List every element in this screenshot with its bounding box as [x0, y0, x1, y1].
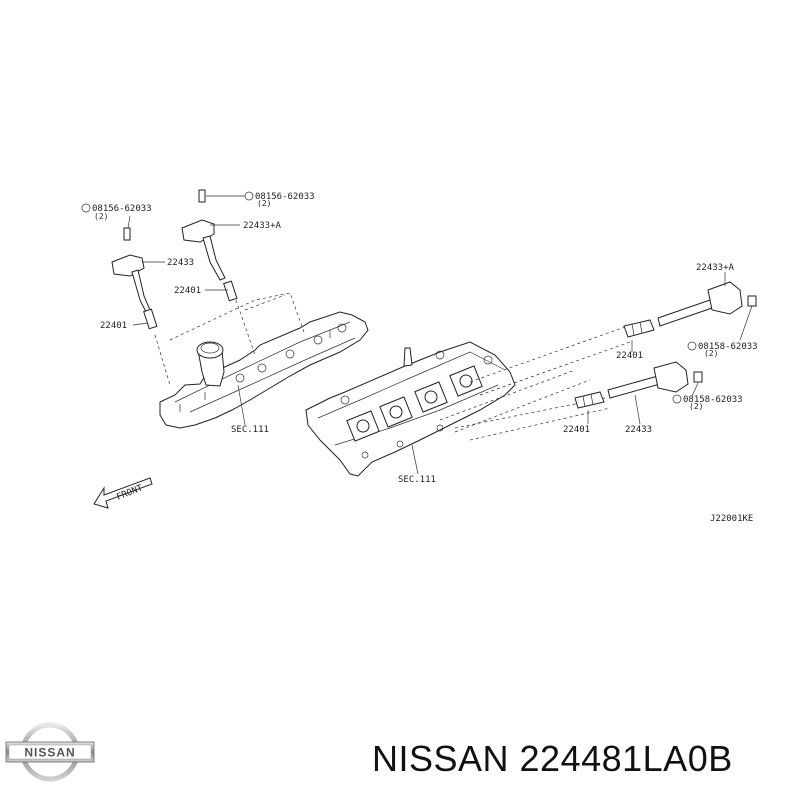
label-sec-left: SEC.111 — [231, 425, 269, 435]
marker-circle — [81, 203, 91, 213]
label-bolt-right-b-qty: (2) — [689, 402, 703, 411]
label-bolt-left-b: 08156-62033 — [92, 204, 152, 214]
label-coil-left-b: 22433 — [167, 258, 194, 268]
label-bolt-right-a: 08158-62033 — [698, 342, 758, 352]
bolt-left-b — [123, 227, 131, 241]
label-sec-right: SEC.111 — [398, 475, 436, 485]
label-bolt-left-b-qty: (2) — [94, 212, 108, 221]
brand-part-number: NISSAN 224481LA0B — [372, 738, 733, 779]
ignition-coil-right-b — [607, 361, 703, 399]
drawing-code: J22001KE — [710, 514, 753, 524]
spark-plug-right-b — [574, 391, 605, 409]
ignition-coil-left-a — [181, 219, 238, 302]
label-plug-right-b: 22401 — [563, 425, 590, 435]
marker-circle — [687, 341, 697, 351]
bolt-left-a — [198, 189, 206, 203]
marker-circle — [244, 191, 254, 201]
label-bolt-right-a-qty: (2) — [704, 349, 718, 358]
front-arrow-icon — [93, 477, 153, 509]
nissan-logo: NISSAN — [5, 722, 95, 782]
label-plug-right-a: 22401 — [616, 351, 643, 361]
label-bolt-right-b: 08158-62033 — [683, 395, 743, 405]
label-front: FRONT — [115, 483, 144, 503]
logo-text: NISSAN — [24, 746, 75, 760]
spark-plug-right-a — [623, 319, 655, 338]
label-plug-left-a: 22401 — [174, 286, 201, 296]
label-coil-left-a: 22433+A — [243, 221, 282, 231]
label-bolt-left-a: 08156-62033 — [255, 192, 315, 202]
marker-circle — [672, 394, 682, 404]
label-bolt-left-a-qty: (2) — [257, 199, 271, 208]
right-valve-cover — [305, 341, 516, 477]
label-plug-left-b: 22401 — [100, 321, 127, 331]
label-coil-right-a: 22433+A — [696, 263, 735, 273]
ignition-coil-left-b — [111, 254, 158, 330]
left-valve-cover — [159, 311, 369, 429]
label-coil-right-b: 22433 — [625, 425, 652, 435]
ignition-coil-right-a — [657, 281, 757, 327]
